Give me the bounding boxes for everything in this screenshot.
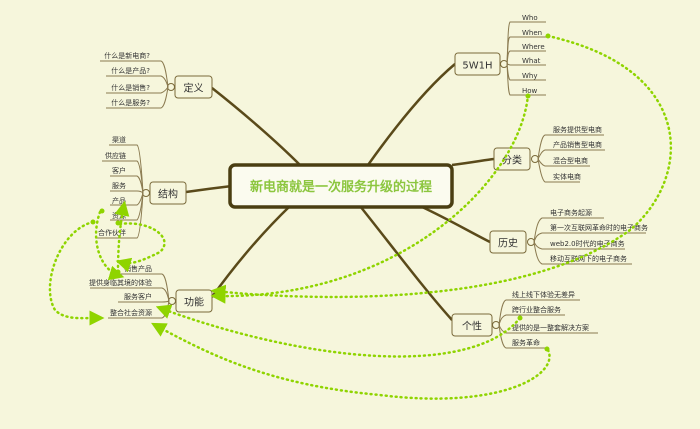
collapse-toggle[interactable] bbox=[167, 83, 175, 91]
leaf-fenlei-4[interactable]: 实体电商 bbox=[553, 172, 581, 181]
topic-jiegou-label: 结构 bbox=[158, 188, 178, 201]
leaf-gexing-4[interactable]: 服务革命 bbox=[512, 338, 540, 347]
relation-chanpin-loop[interactable] bbox=[94, 210, 125, 281]
leaves-gexing bbox=[498, 299, 598, 349]
leaf-jiegou-2[interactable]: 供应链 bbox=[105, 151, 126, 160]
leaf-gongneng-1[interactable]: 销售产品 bbox=[124, 264, 152, 273]
leaf-jiegou-6[interactable]: 资源 bbox=[112, 211, 126, 220]
leaf-gexing-1[interactable]: 线上线下体验无差异 bbox=[512, 290, 575, 299]
relation-fuwu-to-chanpin[interactable] bbox=[114, 200, 130, 274]
leaves-jiegou bbox=[96, 144, 144, 239]
topic-gexing[interactable]: 个性 bbox=[451, 313, 493, 337]
topic-gongneng[interactable]: 功能 bbox=[175, 289, 213, 313]
leaf-lishi-1[interactable]: 电子商务起源 bbox=[550, 208, 592, 217]
topic-5w1h[interactable]: 5W1H bbox=[454, 52, 501, 76]
leaf-jiegou-3[interactable]: 客户 bbox=[112, 166, 126, 175]
topic-dingyi[interactable]: 定义 bbox=[174, 75, 213, 99]
branch-gongneng bbox=[210, 205, 291, 298]
leaf-gongneng-3[interactable]: 服务客户 bbox=[124, 292, 152, 301]
collapse-toggle[interactable] bbox=[492, 321, 500, 329]
relation-endpoints bbox=[90, 33, 551, 352]
leaf-where[interactable]: Where bbox=[522, 43, 545, 51]
collapse-toggle[interactable] bbox=[527, 238, 535, 246]
topic-lishi[interactable]: 历史 bbox=[489, 230, 527, 254]
leaf-dingyi-1[interactable]: 什么是新电商? bbox=[104, 51, 150, 60]
relation-jiegou-left-loop[interactable] bbox=[48, 220, 105, 326]
branch-jiegou bbox=[185, 184, 233, 194]
leaf-dingyi-3[interactable]: 什么是销售? bbox=[111, 83, 150, 92]
leaf-gexing-3[interactable]: 提供的是一整套解决方案 bbox=[512, 323, 589, 332]
leaf-what[interactable]: What bbox=[522, 57, 541, 65]
topic-fenlei[interactable]: 分类 bbox=[493, 147, 531, 171]
leaf-lishi-2[interactable]: 第一次互联网革命时的电子商务 bbox=[550, 223, 648, 232]
leaves-dingyi bbox=[100, 60, 169, 109]
leaves-fenlei bbox=[537, 134, 605, 183]
leaf-how[interactable]: How bbox=[522, 87, 538, 95]
relationship-lines bbox=[48, 34, 673, 400]
branch-lishi bbox=[419, 204, 491, 244]
leaf-labels-gongneng: 销售产品 提供身临其境的体验 服务客户 整合社会资源 bbox=[89, 264, 152, 317]
leaves-lishi bbox=[533, 217, 646, 265]
relation-how-to-gongneng[interactable] bbox=[210, 93, 530, 304]
central-topic-label: 新电商就是一次服务升级的过程 bbox=[250, 179, 432, 195]
leaf-fenlei-3[interactable]: 混合型电商 bbox=[553, 156, 588, 165]
relation-ziyuan-loop[interactable] bbox=[115, 222, 166, 273]
leaf-gongneng-2[interactable]: 提供身临其境的体验 bbox=[89, 278, 152, 287]
leaf-lishi-4[interactable]: 移动互联网下的电子商务 bbox=[550, 254, 627, 263]
leaf-labels-fenlei: 服务提供型电商 产品销售型电商 混合型电商 实体电商 bbox=[553, 125, 602, 181]
leaf-gexing-2[interactable]: 跨行业整合服务 bbox=[512, 305, 561, 314]
branch-dingyi bbox=[211, 87, 301, 166]
leaf-jiegou-7[interactable]: 合作伙伴 bbox=[98, 228, 126, 237]
leaf-dingyi-2[interactable]: 什么是产品? bbox=[111, 66, 150, 75]
branch-fenlei bbox=[451, 157, 495, 167]
branch-5w1h bbox=[366, 63, 456, 166]
leaf-jiegou-5[interactable]: 产品 bbox=[112, 196, 126, 205]
leaf-fenlei-2[interactable]: 产品销售型电商 bbox=[553, 140, 602, 149]
branch-gexing bbox=[359, 205, 453, 321]
leaf-why[interactable]: Why bbox=[522, 72, 538, 80]
central-topic[interactable]: 新电商就是一次服务升级的过程 bbox=[228, 163, 454, 209]
collapse-toggle[interactable] bbox=[531, 155, 539, 163]
main-branches bbox=[185, 63, 495, 321]
leaf-labels-gexing: 线上线下体验无差异 跨行业整合服务 提供的是一整套解决方案 服务革命 bbox=[512, 290, 589, 347]
leaf-dingyi-4[interactable]: 什么是服务? bbox=[111, 98, 150, 107]
topic-lishi-label: 历史 bbox=[498, 238, 518, 250]
topic-dingyi-label: 定义 bbox=[184, 82, 204, 95]
leaf-labels-dingyi: 什么是新电商? 什么是产品? 什么是销售? 什么是服务? bbox=[104, 51, 150, 107]
leaf-when[interactable]: When bbox=[522, 29, 542, 37]
leaf-who[interactable]: Who bbox=[522, 14, 538, 22]
leaf-labels-lishi: 电子商务起源 第一次互联网革命时的电子商务 web2.0时代的电子商务 移动互联… bbox=[550, 208, 648, 263]
collapse-toggle[interactable] bbox=[142, 189, 150, 197]
topic-gexing-label: 个性 bbox=[462, 320, 482, 333]
topic-5w1h-label: 5W1H bbox=[462, 61, 492, 72]
topic-gongneng-label: 功能 bbox=[184, 296, 204, 309]
leaf-lishi-3[interactable]: web2.0时代的电子商务 bbox=[550, 239, 625, 248]
topic-jiegou[interactable]: 结构 bbox=[149, 181, 187, 205]
relation-fuwugeming-to-zhenghe[interactable] bbox=[151, 322, 551, 400]
collapse-toggle[interactable] bbox=[168, 297, 176, 305]
collapse-toggle[interactable] bbox=[500, 60, 508, 68]
relation-when-to-gongneng[interactable] bbox=[210, 34, 673, 300]
leaf-jiegou-4[interactable]: 服务 bbox=[112, 181, 126, 190]
leaf-fenlei-1[interactable]: 服务提供型电商 bbox=[553, 125, 602, 134]
leaf-labels-5w1h: Who When Where What Why How bbox=[522, 14, 545, 95]
leaf-jiegou-1[interactable]: 渠道 bbox=[112, 135, 126, 144]
leaf-gongneng-4[interactable]: 整合社会资源 bbox=[110, 308, 152, 317]
relation-kuahangye-to-fuwukehu[interactable] bbox=[155, 304, 522, 358]
leaves-5w1h bbox=[506, 21, 546, 96]
